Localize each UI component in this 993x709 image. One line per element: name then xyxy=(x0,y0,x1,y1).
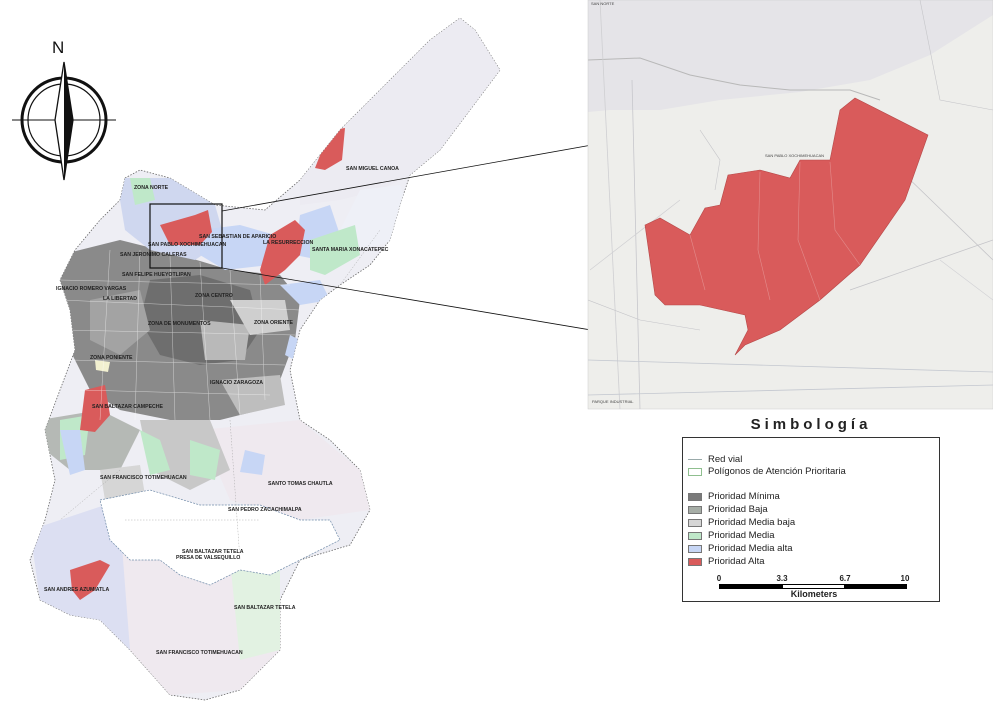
legend-title: Simbología xyxy=(750,416,872,433)
legend-label: Prioridad Baja xyxy=(708,504,768,515)
north-label: N xyxy=(52,38,65,57)
swatch-media-baja-icon xyxy=(688,518,702,527)
legend-label: Prioridad Media baja xyxy=(708,517,796,528)
label-presa: PRESA DE VALSEQUILLO xyxy=(176,555,240,561)
legend-item-media: Prioridad Media xyxy=(688,530,775,541)
label-san-baltazar-tetela-1: SAN BALTAZAR TETELA xyxy=(182,549,244,555)
label-la-resurreccion: LA RESURRECCION xyxy=(263,240,313,246)
inset-label-center: SAN PABLO XOCHIMEHUACAN xyxy=(765,153,824,158)
polygon-swatch-icon xyxy=(688,467,702,476)
inset-label-corner: SAN NORTE xyxy=(591,1,615,6)
swatch-baja-icon xyxy=(688,505,702,514)
swatch-media-icon xyxy=(688,531,702,540)
legend-item-road: Red vial xyxy=(688,454,742,465)
label-san-jeronimo: SAN JERONIMO CALERAS xyxy=(120,252,187,258)
label-san-felipe: SAN FELIPE HUEYOTLIPAN xyxy=(122,272,191,278)
label-zona-poniente: ZONA PONIENTE xyxy=(90,355,133,361)
zoom-box xyxy=(149,203,223,269)
label-zona-centro: ZONA CENTRO xyxy=(195,293,233,299)
legend-item-polygons: Polígonos de Atención Prioritaria xyxy=(688,466,846,477)
legend-item-minima: Prioridad Mínima xyxy=(688,491,780,502)
label-san-baltazar-tetela-2: SAN BALTAZAR TETELA xyxy=(234,605,296,611)
label-san-andres: SAN ANDRES AZUMIATLA xyxy=(44,587,109,593)
swatch-media-alta-icon xyxy=(688,544,702,553)
label-ignacio-romero: IGNACIO ROMERO VARGAS xyxy=(56,286,127,292)
legend-label: Prioridad Media alta xyxy=(708,543,793,554)
label-zona-oriente: ZONA ORIENTE xyxy=(254,320,294,326)
label-santa-maria: SANTA MARIA XONACATEPEC xyxy=(312,247,389,253)
label-la-libertad: LA LIBERTAD xyxy=(103,296,137,302)
legend-label: Polígonos de Atención Prioritaria xyxy=(708,466,846,477)
scale-tick-3: 10 xyxy=(900,574,910,583)
legend-label: Prioridad Alta xyxy=(708,556,765,567)
legend: Red vial Polígonos de Atención Prioritar… xyxy=(682,437,940,602)
north-arrow-icon xyxy=(12,61,116,181)
label-ignacio-zaragoza: IGNACIO ZARAGOZA xyxy=(210,380,263,386)
label-santo-tomas: SANTO TOMAS CHAUTLA xyxy=(268,481,333,487)
scale-segment xyxy=(845,584,907,589)
scale-segment xyxy=(719,584,782,589)
legend-item-alta: Prioridad Alta xyxy=(688,556,765,567)
legend-label: Prioridad Media xyxy=(708,530,775,541)
scale-tick-0: 0 xyxy=(716,574,722,583)
label-zona-norte: ZONA NORTE xyxy=(134,185,169,191)
label-san-pedro: SAN PEDRO ZACACHIMALPA xyxy=(228,507,302,513)
legend-item-media-alta: Prioridad Media alta xyxy=(688,543,793,554)
label-san-miguel-canoa: SAN MIGUEL CANOA xyxy=(346,166,399,172)
inset-label-bottom: PARQUE INDUSTRIAL xyxy=(592,399,634,404)
legend-label: Red vial xyxy=(708,454,743,465)
scale-tick-1: 3.3 xyxy=(776,574,788,583)
swatch-alta-icon xyxy=(688,557,702,566)
label-san-francisco-2: SAN FRANCISCO TOTIMEHUACAN xyxy=(156,650,243,656)
road-line-icon xyxy=(688,459,702,460)
swatch-minima-icon xyxy=(688,492,702,501)
label-san-pablo: SAN PABLO XOCHIMEHUACAN xyxy=(148,242,227,248)
legend-label: Prioridad Mínima xyxy=(708,491,780,502)
label-san-sebastian: SAN SEBASTIAN DE APARICIO xyxy=(199,234,276,240)
label-san-francisco-1: SAN FRANCISCO TOTIMEHUACAN xyxy=(100,475,187,481)
scale-tick-2: 6.7 xyxy=(839,574,851,583)
legend-item-baja: Prioridad Baja xyxy=(688,504,768,515)
legend-item-media-baja: Prioridad Media baja xyxy=(688,517,795,528)
scale-bar: 0 3.3 6.7 10 Kilometers xyxy=(716,574,910,599)
label-san-baltazar-campeche: SAN BALTAZAR CAMPECHE xyxy=(92,404,164,410)
label-zona-monumentos: ZONA DE MONUMENTOS xyxy=(148,321,211,327)
scale-segment xyxy=(782,584,845,589)
scale-unit: Kilometers xyxy=(790,589,838,599)
